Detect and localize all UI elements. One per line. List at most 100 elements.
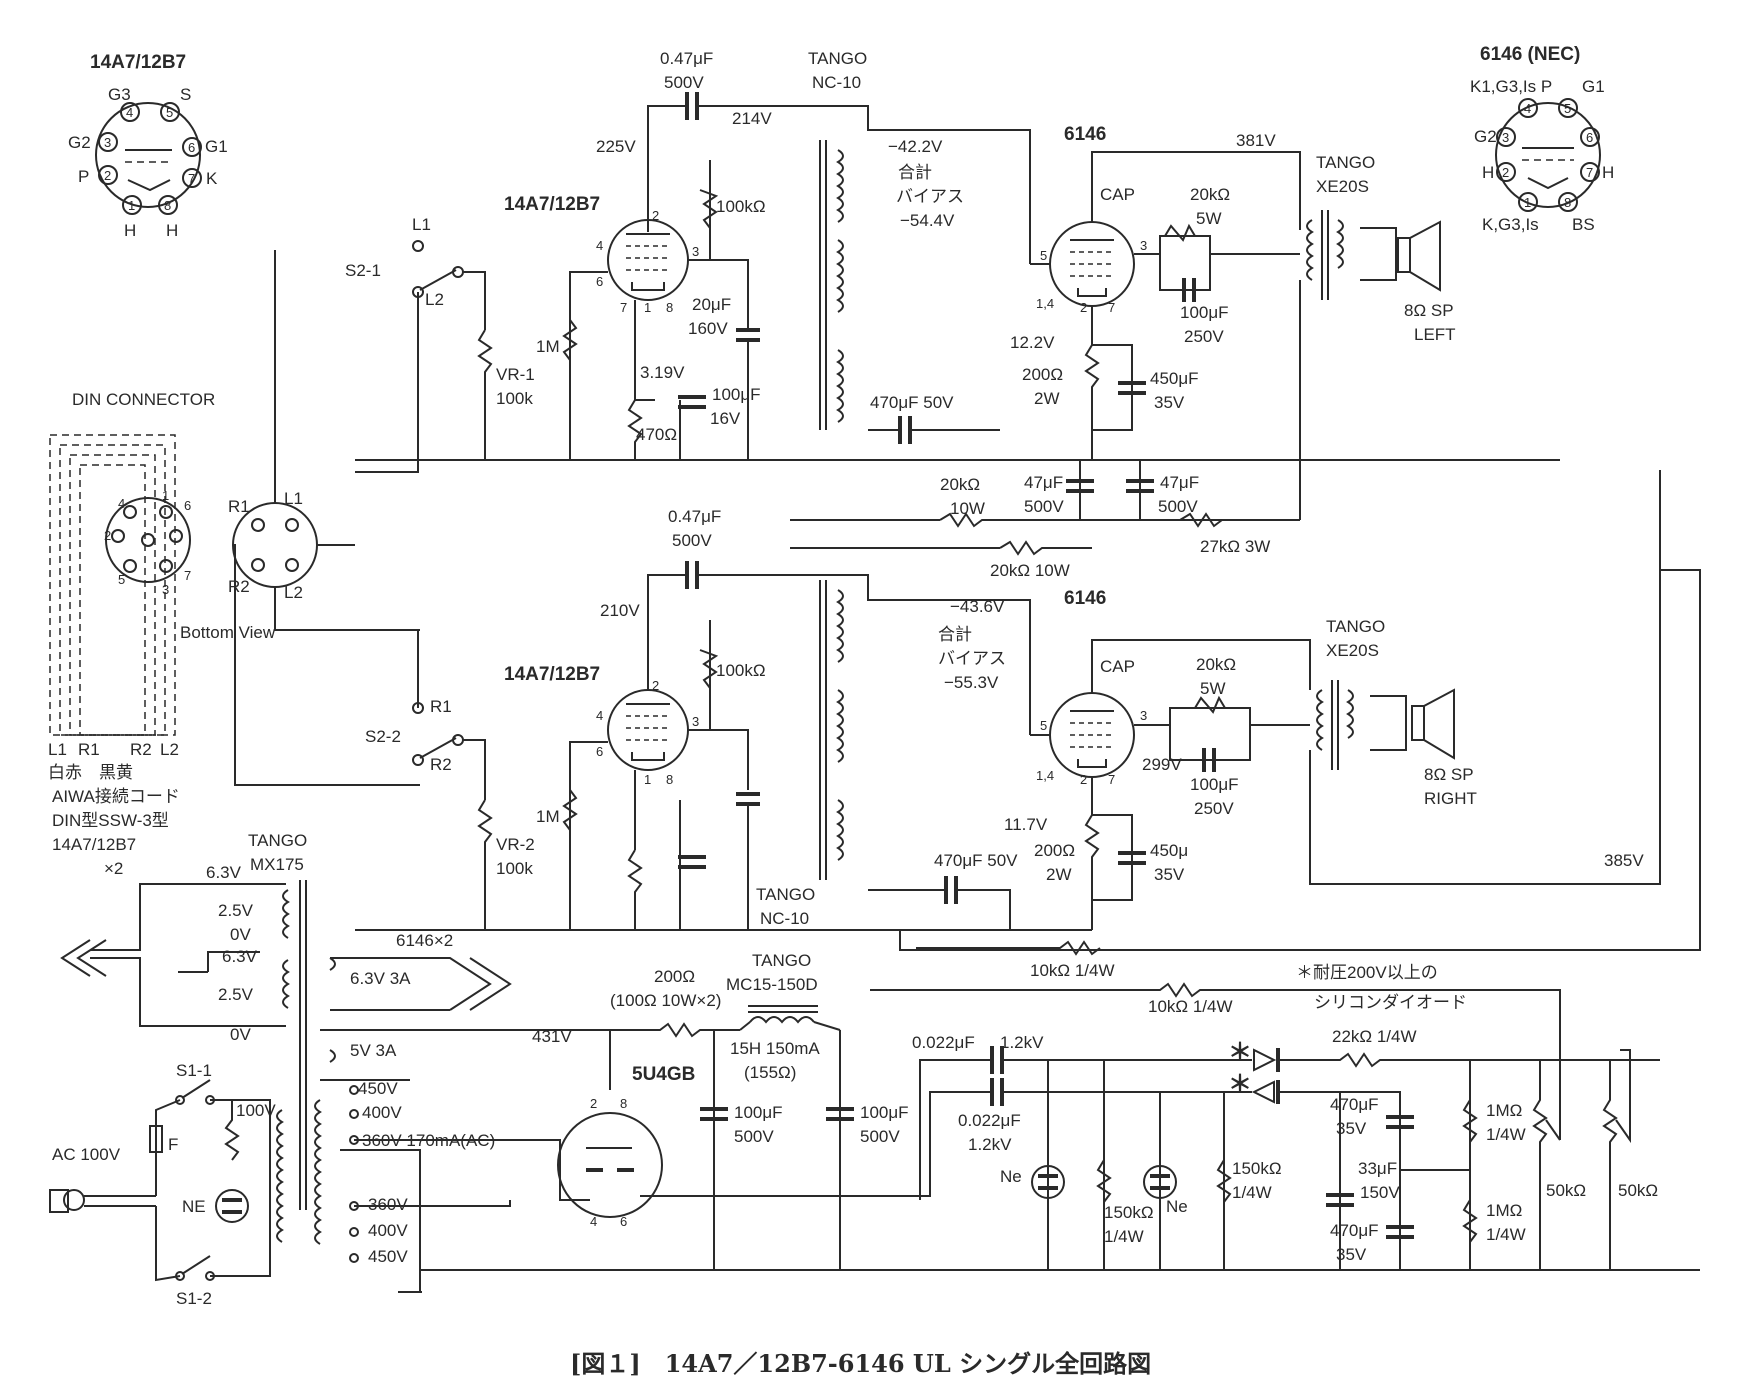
basing-6146-k-g3-is-p: K1,G3,Is P: [1470, 77, 1552, 96]
v-431: 431V: [532, 1027, 572, 1046]
bias-r-1m-a-value: 1MΩ: [1486, 1101, 1522, 1120]
r-speaker-side: RIGHT: [1424, 789, 1477, 808]
basing-14a7-pin6: 6: [188, 140, 195, 155]
l-out-pin14: 1,4: [1036, 296, 1054, 311]
r-coupling-cap-value: 0.47μF: [668, 507, 721, 526]
jack-l1: L1: [284, 489, 303, 508]
bias-r-10k-a: 10kΩ 1/4W: [1030, 961, 1115, 980]
r-speaker: 8Ω SP: [1424, 765, 1474, 784]
bias-c-33-voltage: 150V: [1360, 1183, 1400, 1202]
bias-c-470-b-voltage: 35V: [1336, 1245, 1367, 1264]
l-out-cath-watt: 2W: [1034, 389, 1060, 408]
r-out-cath-cap-voltage: 35V: [1154, 865, 1185, 884]
l-out-pin2: 2: [1080, 300, 1087, 315]
basing-14a7-title: 14A7/12B7: [90, 52, 186, 73]
l-out-cath-cap-value: 450μF: [1150, 369, 1199, 388]
l-bias-total-1: 合計: [898, 163, 932, 182]
supply-filter: 20kΩ 10W 47μF 500V 47μF 500V 27kΩ 3W 20k…: [790, 460, 1300, 580]
bias-r-10k-b: 10kΩ 1/4W: [1148, 997, 1233, 1016]
basing-14a7-pin3: 3: [104, 135, 111, 150]
ht-63a: 6.3V: [206, 863, 242, 882]
heater-trans-brand: TANGO: [248, 831, 307, 850]
basing-14a7-g3: G3: [108, 85, 131, 104]
filter-r-27k: 27kΩ 3W: [1200, 537, 1270, 556]
l-decouple-value: 20μF: [692, 295, 731, 314]
r-v-385: 385V: [1604, 851, 1644, 870]
w-63v: 6.3V 3A: [350, 969, 411, 988]
cap-b-voltage: 500V: [860, 1127, 900, 1146]
filter-c1-value: 47μF: [1024, 473, 1063, 492]
r-bias-total-3: −55.3V: [944, 673, 999, 692]
bias-c-a-voltage: 1.2kV: [1000, 1033, 1044, 1052]
l-decouple-voltage: 160V: [688, 319, 728, 338]
r-driver-pin1: 1: [644, 772, 651, 787]
basing-6146: 6146 (NEC) 4 5 3 6 2 7 1 8 K1,G3,Is P G1…: [1470, 44, 1614, 234]
r-out-cath-res: 200Ω: [1034, 841, 1075, 860]
r-out-pin5: 5: [1040, 718, 1047, 733]
fuse: F: [168, 1135, 178, 1154]
r-driver-pin8: 8: [666, 772, 673, 787]
din-connector: DIN CONNECTOR 1 2 3 4 5 6 7 Bottom View …: [48, 250, 420, 878]
din-wire-r2: R2: [130, 740, 152, 759]
r-driver-tube: 14A7/12B7: [504, 664, 600, 685]
r-out-cap: CAP: [1100, 657, 1135, 676]
r-plate-res: 100kΩ: [716, 661, 766, 680]
r-nfb-model: NC-10: [760, 909, 809, 928]
basing-6146-h-left: H: [1482, 163, 1494, 182]
basing-14a7-pin5: 5: [166, 105, 173, 120]
l-bias-total-2: バイアス: [896, 187, 964, 206]
bias-r-1m-b-value: 1MΩ: [1486, 1201, 1522, 1220]
l-ul-cap-value: 100μF: [1180, 303, 1229, 322]
r-out-cath-watt: 2W: [1046, 865, 1072, 884]
ht-63b: 6.3V: [222, 947, 258, 966]
basing-6146-pin4: 4: [1524, 101, 1531, 116]
l-driver-pin7: 7: [620, 300, 627, 315]
filter-c2-voltage: 500V: [1158, 497, 1198, 516]
ht-0b: 0V: [230, 1025, 251, 1044]
bias-c-470-a-voltage: 35V: [1336, 1119, 1367, 1138]
l-ul-res: 20kΩ: [1190, 185, 1230, 204]
filter-c2-value: 47μF: [1160, 473, 1199, 492]
bias-pot-b: 50kΩ: [1618, 1181, 1658, 1200]
basing-14a7-pin4: 4: [126, 105, 133, 120]
basing-6146-bs: BS: [1572, 215, 1595, 234]
rect-pin4: 4: [590, 1214, 597, 1229]
basing-6146-k-g3-is: K,G3,Is: [1482, 215, 1539, 234]
din-pin2: 2: [104, 528, 111, 543]
r-ul-watt: 5W: [1200, 679, 1226, 698]
l-bias-cap: 470μF 50V: [870, 393, 954, 412]
filter-r1-value: 20kΩ: [940, 475, 980, 494]
din-pin3: 3: [162, 582, 169, 597]
cap-b-value: 100μF: [860, 1103, 909, 1122]
choke-resistance: (155Ω): [744, 1063, 796, 1082]
s2-1-label: S2-1: [345, 261, 381, 280]
s2-1-l1: L1: [412, 215, 431, 234]
s1-2: S1-2: [176, 1289, 212, 1308]
bias-r-1m-b-watt: 1/4W: [1486, 1225, 1526, 1244]
din-wire-r1: R1: [78, 740, 100, 759]
s1-1: S1-1: [176, 1061, 212, 1080]
ht-0a: 0V: [230, 925, 251, 944]
r-200: 200Ω: [654, 967, 695, 986]
l-ul-watt: 5W: [1196, 209, 1222, 228]
bias-r-22k: 22kΩ 1/4W: [1332, 1027, 1417, 1046]
basing-14a7-pin8: 8: [164, 198, 171, 213]
rect-tube: 5U4GB: [632, 1064, 695, 1085]
bias-note-2: シリコンダイオード: [1314, 993, 1467, 1012]
bias-r-1m-a-watt: 1/4W: [1486, 1125, 1526, 1144]
din-cord-2: DIN型SSW-3型: [52, 811, 169, 830]
r-bias-v: −43.6V: [950, 597, 1005, 616]
bias-c-470-a-value: 470μF: [1330, 1095, 1379, 1114]
jack-r1: R1: [228, 497, 250, 516]
bias-c-470-b-value: 470μF: [1330, 1221, 1379, 1240]
din-cord-1: AIWA接続コード: [52, 787, 180, 806]
l-nfb-model: NC-10: [812, 73, 861, 92]
l-out-tube: 6146: [1064, 124, 1106, 145]
r-out-pin14: 1,4: [1036, 768, 1054, 783]
r-out-trans-model: XE20S: [1326, 641, 1379, 660]
l-vr-value: 100k: [496, 389, 533, 408]
basing-14a7-h2: H: [166, 221, 178, 240]
bias-star-a: ＊: [1228, 1037, 1252, 1066]
neon-ne: NE: [182, 1197, 206, 1216]
bias-note-1: ＊耐圧200V以上の: [1296, 963, 1438, 982]
